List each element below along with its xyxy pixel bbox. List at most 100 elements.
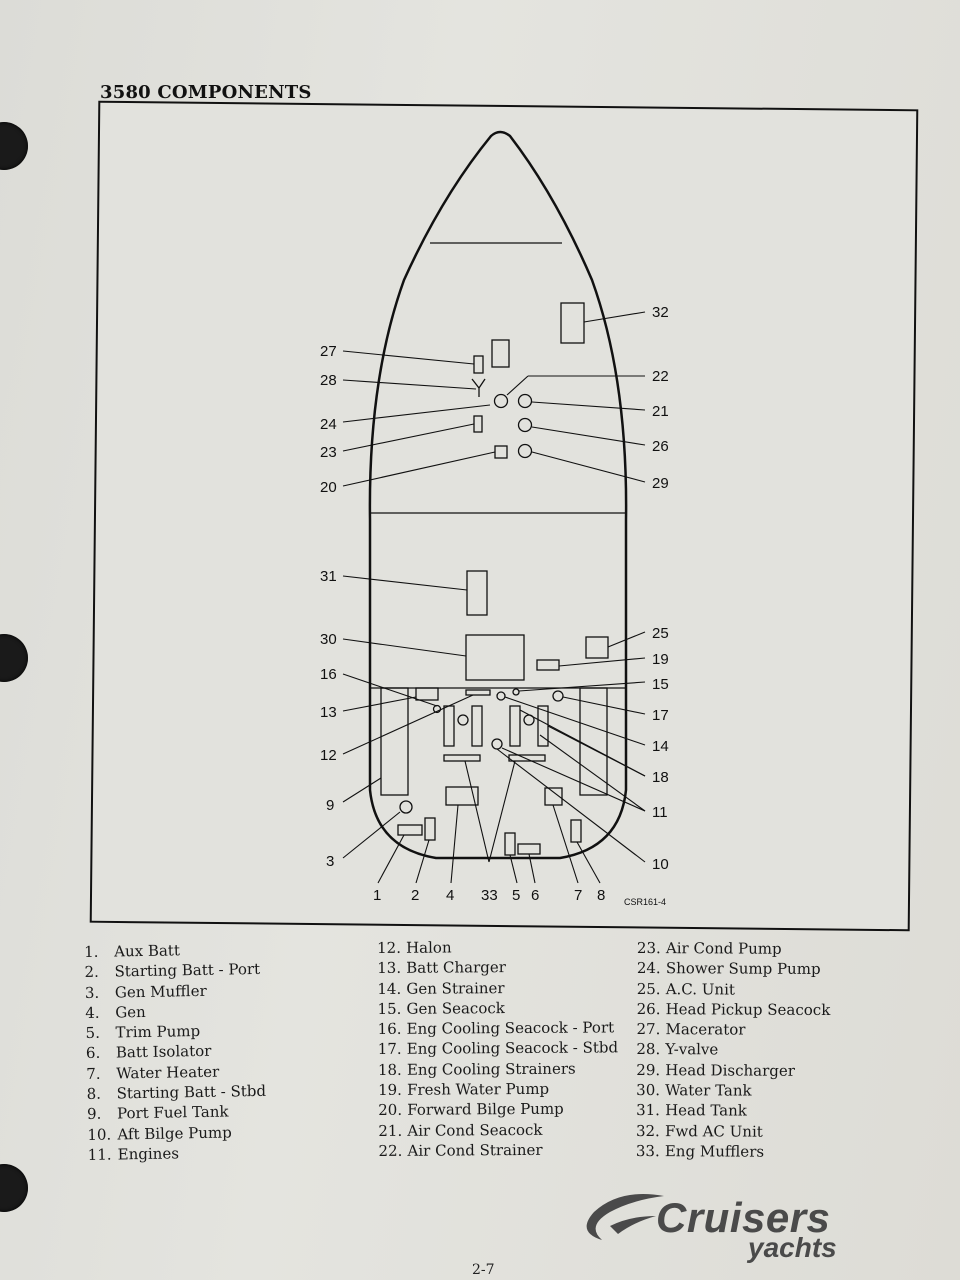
legend-item: 12.Halon [377,936,617,958]
swoosh-icon [586,1194,664,1240]
legend-item-label: Head Discharger [665,1060,795,1080]
legend-item-label: A.C. Unit [665,979,735,999]
callout-13: 13 [320,704,337,721]
legend-item-number: 8. [86,1084,102,1104]
legend-item-number: 20. [378,1101,403,1120]
drawing-code: CSR161-4 [624,897,666,907]
page-number: 2-7 [472,1262,495,1278]
callout-22: 22 [652,368,669,385]
legend-item-label: Water Tank [665,1081,752,1100]
legend-item: 31.Head Tank [636,1100,830,1121]
legend-item: 15.Gen Seacock [377,997,617,1019]
legend-item-number: 32. [635,1121,660,1140]
legend-item-number: 33. [635,1141,660,1161]
hull-outline [368,130,628,860]
legend-item-number: 3. [84,983,100,1002]
callout-32: 32 [652,304,669,321]
legend-item: 27.Macerator [636,1019,830,1040]
callout-2: 2 [411,887,419,904]
halon-shape [465,689,491,696]
legend-item-label: Y-valve [665,1040,719,1059]
legend-item-number: 5. [85,1023,101,1043]
legend-item-number: 11. [87,1145,112,1164]
fresh-water-pump-shape [536,659,560,671]
callout-16: 16 [320,666,337,683]
eng-cooling-seacock-stbd-shape [552,690,564,702]
legend-item: 24.Shower Sump Pump [637,958,831,979]
callout-24: 24 [320,416,337,433]
leader-lines [342,311,646,884]
gen-shape [445,786,479,806]
callout-10: 10 [652,856,669,873]
legend-item: 13.Batt Charger [377,957,617,979]
legend-item-label: Batt Isolator [115,1042,212,1062]
legend-item-number: 24. [636,959,661,978]
legend-item-label: Eng Cooling Strainers [406,1059,576,1079]
callout-12: 12 [320,747,337,764]
callout-26: 26 [652,438,669,455]
head-pickup-seacock-shape [517,417,533,433]
legend-item-label: Eng Mufflers [664,1142,765,1161]
legend-item: 18.Eng Cooling Strainers [378,1058,618,1080]
callout-28: 28 [320,372,337,389]
legend-item: 22.Air Cond Strainer [378,1139,618,1161]
legend-item-label: Gen Strainer [406,978,505,998]
water-tank-shape [465,634,525,681]
legend-item-number: 29. [636,1060,661,1079]
callout-23: 23 [320,444,337,461]
legend-item-label: Macerator [665,1020,746,1039]
legend-item-label: Fresh Water Pump [406,1079,550,1099]
legend-item: 14.Gen Strainer [377,977,617,999]
legend-item-label: Water Heater [116,1062,220,1083]
legend-item-label: Starting Batt - Port [114,960,261,981]
engine-port-shape [457,714,469,726]
legend-item: 8. Starting Batt - Stbd [86,1081,266,1104]
air-cond-seacock-shape [517,393,533,409]
legend-item-number: 14. [377,979,402,998]
legend-item-label: Starting Batt - Stbd [116,1081,267,1103]
legend-item-number: 16. [377,1020,402,1039]
legend-item: 20.Forward Bilge Pump [378,1099,618,1121]
legend-item-number: 6. [85,1044,101,1063]
legend-item-label: Port Fuel Tank [116,1102,229,1123]
gen-muffler-shape [399,800,413,814]
head-tank-small-shape [491,339,510,368]
port-fuel-tank-shape [380,687,409,796]
brand-name: Cruisers [656,1194,831,1241]
legend-item-number: 22. [378,1141,403,1160]
callout-7: 7 [574,887,582,904]
legend-item: 23.Air Cond Pump [637,938,831,959]
legend-item-label: Head Tank [665,1101,747,1120]
batt-charger-shape [415,687,439,701]
callout-30: 30 [320,631,337,648]
legend-item-label: Eng Cooling Seacock - Port [406,1018,615,1038]
callout-31: 31 [320,568,337,585]
legend-item-number: 27. [636,1020,661,1039]
eng-muffler-shape [443,754,481,762]
callout-27: 27 [320,343,337,360]
legend-item: 30.Water Tank [636,1080,830,1101]
air-cond-strainer-shape [493,393,509,409]
legend-item-label: Air Cond Seacock [407,1120,543,1140]
y-valve-shape [471,378,486,397]
head-tank-shape [466,570,488,616]
diagram-frame [89,100,919,932]
legend-item: 28.Y-valve [636,1039,830,1060]
legend-item-label: Aft Bilge Pump [117,1123,232,1144]
callout-9: 9 [326,797,334,814]
legend-item-label: Engines [117,1144,180,1164]
callout-25: 25 [652,625,669,642]
legend-item-number: 2. [84,963,99,982]
eng-cooling-strainer-shape [496,691,506,701]
legend-item: 25.A.C. Unit [637,979,831,1000]
legend-item-label: Trim Pump [115,1022,201,1042]
callout-21: 21 [652,403,669,420]
legend-item-number: 18. [377,1060,402,1079]
brand-subtitle: yachts [748,1232,837,1263]
legend-item: 19.Fresh Water Pump [378,1078,618,1100]
starting-batt-stbd-shape [570,819,582,843]
legend-item-number: 28. [636,1040,661,1059]
gen-seacock-shape [512,688,520,696]
